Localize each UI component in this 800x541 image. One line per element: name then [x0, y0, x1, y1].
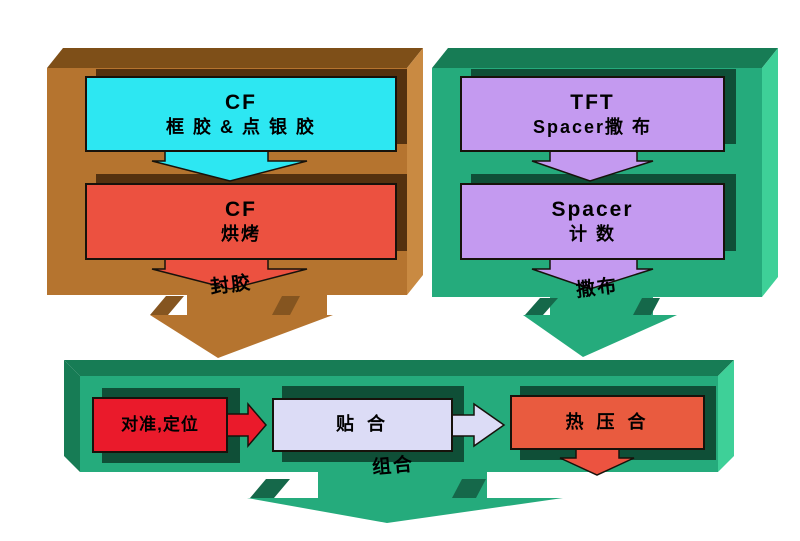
cf-exit-arrow-bevel-right [272, 296, 300, 315]
align-position-label: 对准,定位 [121, 414, 199, 434]
tft-container-top-face [432, 48, 778, 68]
align-to-laminate-arrow [225, 401, 267, 449]
cf-bake-box-subtitle: 烘烤 [221, 224, 261, 245]
cf-exit-arrow [150, 293, 333, 358]
tft-spacer-spread-box: TFT Spacer撒 布 [460, 76, 725, 152]
assembly-exit-arrow-bevel-right [452, 479, 486, 498]
tft-spacer-count-box: Spacer 计 数 [460, 183, 725, 260]
tft-exit-arrow-bevel-left [525, 298, 558, 315]
assembly-container-left-face [64, 360, 80, 472]
tft-count-box-title: Spacer [551, 198, 634, 222]
tft-count-box-subtitle: 计 数 [568, 224, 616, 245]
assembly-exit-arrow-bevel-left [250, 479, 290, 498]
laminate-box: 贴 合 [272, 398, 453, 452]
cf-container-side-face [407, 48, 423, 295]
align-position-box: 对准,定位 [92, 397, 228, 453]
cf-glue-box: CF 框 胶 & 点 银 胶 [85, 76, 397, 152]
tft-container-side-face [762, 48, 778, 297]
cf-bake-box-title: CF [225, 198, 257, 222]
assembly-container-top-face [64, 360, 734, 376]
cf-bake-box: CF 烘烤 [85, 183, 397, 260]
hot-press-label: 热 压 合 [565, 411, 650, 432]
cf-glue-box-title: CF [225, 90, 257, 114]
assembly-exit-arrow-body [247, 470, 563, 523]
cf-exit-arrow-bevel-left [150, 296, 184, 315]
tft-spread-box-title: TFT [570, 90, 615, 114]
cf-container-top-face [47, 48, 423, 68]
tft-exit-arrow-bevel-right [633, 298, 660, 315]
laminate-label: 贴 合 [335, 414, 389, 435]
laminate-to-press-arrow [451, 402, 506, 448]
tft-spread-box-subtitle: Spacer撒 布 [532, 116, 653, 137]
assembly-exit-arrow [247, 470, 563, 523]
hot-press-box: 热 压 合 [510, 395, 705, 450]
tft-exit-arrow [523, 295, 677, 357]
assembly-container-side-face [718, 360, 734, 472]
cf-glue-box-subtitle: 框 胶 & 点 银 胶 [165, 116, 316, 137]
